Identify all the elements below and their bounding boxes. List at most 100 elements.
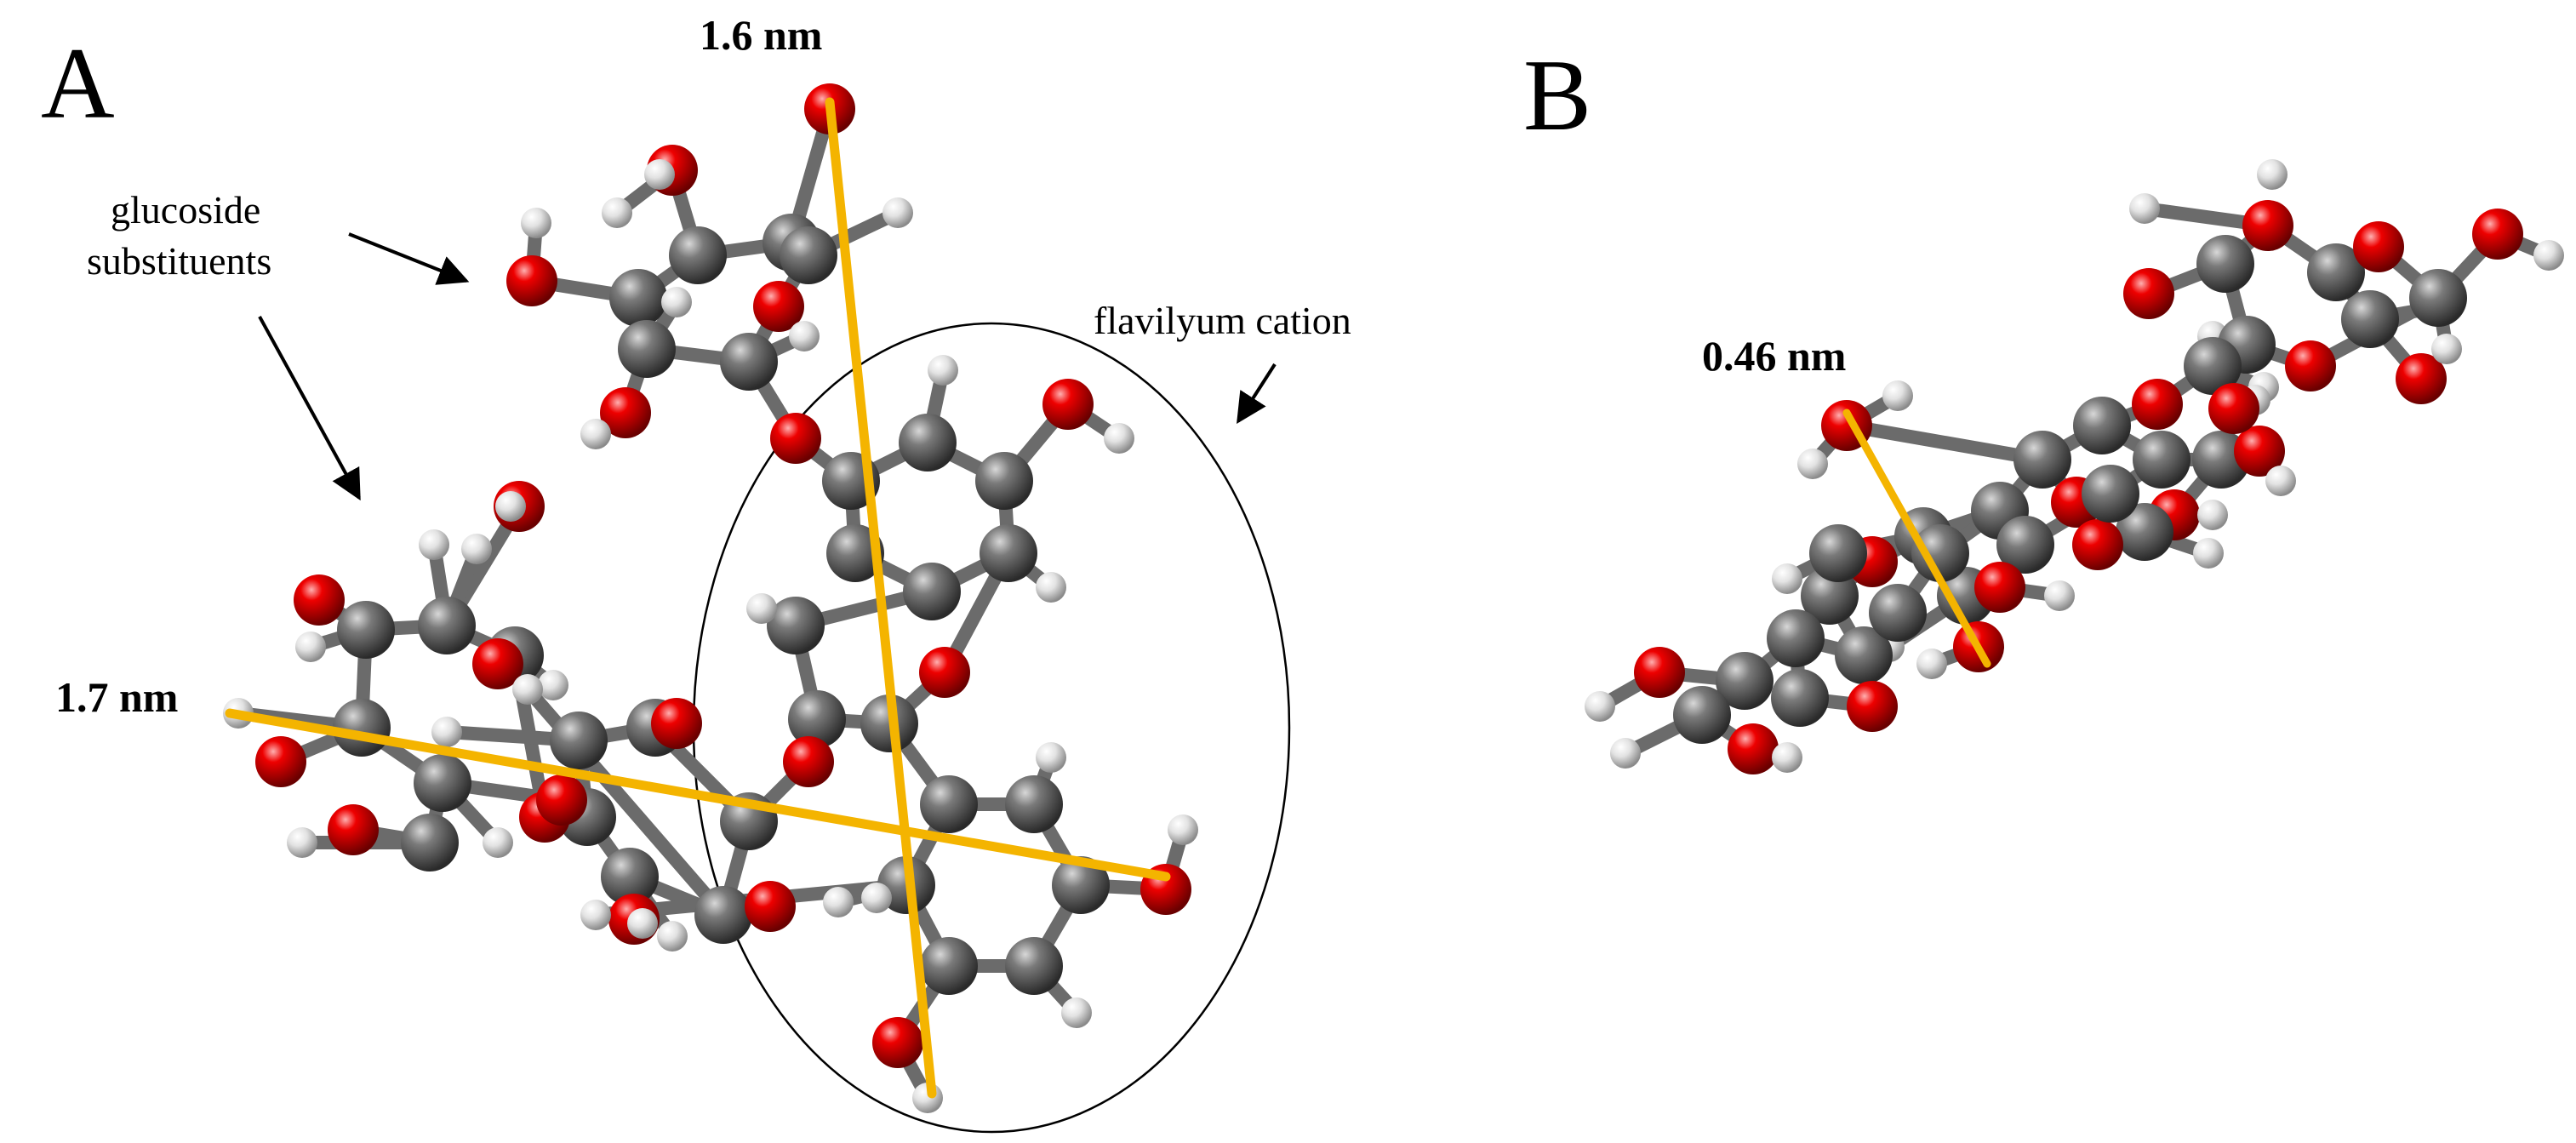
oxygen-atom xyxy=(2132,379,2183,430)
hydrogen-atom xyxy=(580,419,611,449)
hydrogen-atom xyxy=(1772,563,1802,594)
carbon-atom xyxy=(337,601,395,659)
hydrogen-atom xyxy=(461,534,492,564)
hydrogen-atom xyxy=(431,717,462,747)
carbon-atom xyxy=(975,452,1033,510)
hydrogen-atom xyxy=(2193,538,2224,569)
hydrogen-atom xyxy=(2197,500,2228,530)
glucoside-label-line2: substituents xyxy=(87,239,271,283)
carbon-atom xyxy=(920,937,978,995)
carbon-atom xyxy=(826,524,884,582)
oxygen-atom xyxy=(651,698,702,749)
molecule-a-atoms xyxy=(223,83,1198,1113)
oxygen-atom xyxy=(2234,426,2285,477)
hydrogen-atom xyxy=(1772,742,1802,773)
carbon-atom xyxy=(1771,669,1829,727)
hydrogen-atom xyxy=(657,921,688,952)
hydrogen-atom xyxy=(882,197,913,228)
hydrogen-atom xyxy=(580,900,611,930)
hydrogen-atom xyxy=(746,593,777,624)
dimension-label-0-46nm: 0.46 nm xyxy=(1702,332,1846,380)
oxygen-atom xyxy=(294,574,345,626)
carbon-atom xyxy=(401,814,459,872)
hydrogen-atom xyxy=(823,887,854,917)
carbon-atom xyxy=(601,848,659,906)
measure-line-horizontal xyxy=(225,708,1171,882)
molecule-b xyxy=(1585,159,2564,774)
carbon-atom xyxy=(899,414,957,471)
oxygen-atom xyxy=(872,1017,923,1068)
hydrogen-atom xyxy=(2044,580,2075,611)
carbon-atom xyxy=(1673,686,1731,744)
hydrogen-atom xyxy=(2129,193,2160,224)
molecule-b-atoms xyxy=(1585,159,2564,774)
hydrogen-atom xyxy=(1585,691,1615,722)
hydrogen-atom xyxy=(1882,380,1913,411)
hydrogen-atom xyxy=(1797,449,1828,479)
hydrogen-atom xyxy=(644,159,675,190)
carbon-atom xyxy=(1005,775,1063,833)
hydrogen-atom xyxy=(538,670,568,700)
hydrogen-atom xyxy=(627,908,658,939)
hydrogen-atom xyxy=(483,827,513,858)
carbon-atom xyxy=(2073,397,2131,454)
oxygen-atom xyxy=(919,647,970,698)
oxygen-atom xyxy=(1634,647,1685,698)
hydrogen-atom xyxy=(861,883,892,913)
carbon-atom xyxy=(1005,937,1063,995)
carbon-atom xyxy=(2013,431,2071,489)
oxygen-atom xyxy=(2285,340,2336,391)
oxygen-atom xyxy=(536,774,587,826)
carbon-atom xyxy=(1052,856,1110,914)
carbon-atom xyxy=(780,226,837,284)
hydrogen-atom xyxy=(512,674,543,705)
oxygen-atom xyxy=(2353,221,2404,272)
hydrogen-atom xyxy=(419,529,449,560)
carbon-atom xyxy=(2196,235,2254,293)
hydrogen-atom xyxy=(2533,240,2564,271)
carbon-atom xyxy=(2341,290,2399,348)
oxygen-atom xyxy=(1974,562,2025,613)
carbon-atom xyxy=(720,333,778,391)
measure-line-vertical xyxy=(825,97,937,1099)
carbon-atom xyxy=(1911,524,1969,582)
oxygen-atom xyxy=(2072,519,2123,570)
oxygen-atom xyxy=(1042,379,1094,430)
carbon-atom xyxy=(1716,652,1773,710)
glucoside-arrow-upper xyxy=(348,232,470,285)
oxygen-atom xyxy=(753,281,804,332)
bond xyxy=(1840,419,2049,466)
oxygen-atom xyxy=(2123,268,2174,319)
carbon-atom xyxy=(2082,465,2139,523)
oxygen-atom xyxy=(2208,383,2259,434)
hydrogen-atom xyxy=(928,355,958,386)
hydrogen-atom xyxy=(661,287,692,317)
hydrogen-atom xyxy=(2431,334,2462,364)
carbon-atom xyxy=(920,775,978,833)
oxygen-atom xyxy=(2472,209,2523,260)
flavilyum-arrow xyxy=(1237,363,1277,425)
panel-b: B 0.46 nm xyxy=(1523,38,2564,774)
oxygen-atom xyxy=(328,804,379,855)
glucoside-arrow-lower xyxy=(258,316,361,501)
hydrogen-atom xyxy=(1168,814,1198,845)
carbon-atom xyxy=(2409,269,2467,327)
hydrogen-atom xyxy=(1916,649,1947,679)
oxygen-atom xyxy=(783,736,834,787)
hydrogen-atom xyxy=(295,632,326,662)
hydrogen-atom xyxy=(287,827,317,858)
carbon-atom xyxy=(333,699,391,757)
carbon-atom xyxy=(2133,431,2190,489)
hydrogen-atom xyxy=(1610,738,1641,769)
oxygen-atom xyxy=(1728,723,1779,774)
carbon-atom xyxy=(788,690,846,748)
carbon-atom xyxy=(1809,524,1867,582)
oxygen-atom xyxy=(506,255,557,306)
carbon-atom xyxy=(550,712,608,769)
carbon-atom xyxy=(767,597,825,654)
oxygen-atom xyxy=(2396,353,2447,404)
carbon-atom xyxy=(669,226,727,284)
hydrogen-atom xyxy=(1061,997,1092,1028)
carbon-atom xyxy=(2116,503,2173,561)
